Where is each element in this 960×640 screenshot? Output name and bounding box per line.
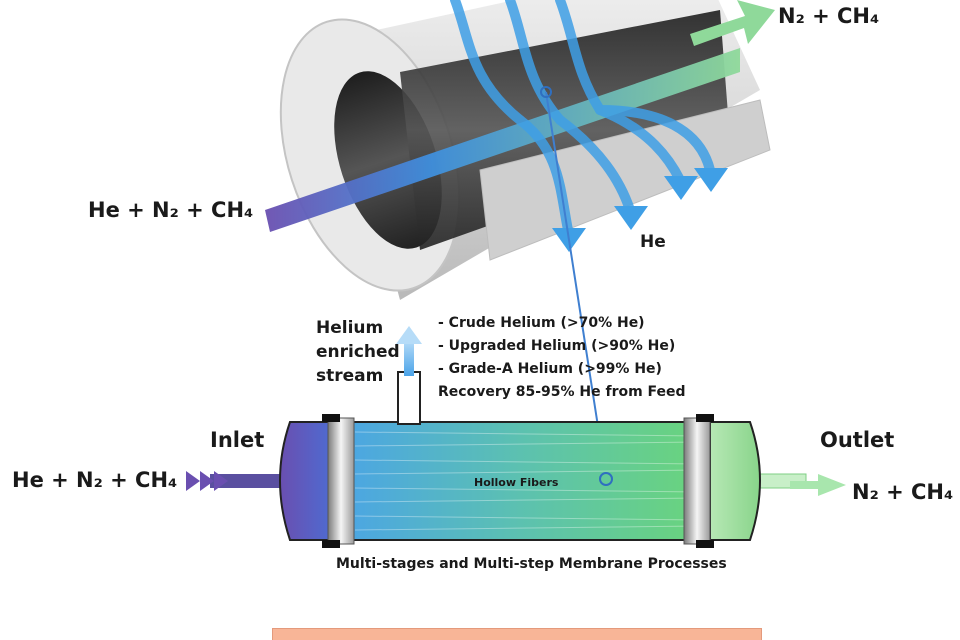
outlet-label: Outlet [820, 428, 895, 452]
helium-stream-label: Helium enriched stream [316, 318, 400, 386]
membrane-module [210, 371, 807, 548]
helium-up-arrow [396, 326, 422, 376]
outlet-arrow [790, 474, 846, 496]
hollow-fibers-label: Hollow Fibers [474, 476, 559, 489]
grade-item: - Upgraded Helium (>90% He) [438, 338, 676, 354]
feed-beam [265, 48, 740, 232]
helium-arrow-heads [552, 168, 728, 252]
bottom-panel [272, 628, 762, 640]
fiber-cross-section [279, 0, 771, 300]
top-permeate-label: He [640, 232, 666, 252]
top-feed-label: He + N₂ + CH₄ [88, 198, 254, 222]
retentate-label: N₂ + CH₄ [852, 480, 954, 504]
process-caption: Multi-stages and Multi-step Membrane Pro… [336, 556, 727, 572]
inlet-label: Inlet [210, 428, 265, 452]
top-outlet-label: N₂ + CH₄ [778, 4, 880, 28]
zoom-connector [545, 91, 607, 479]
helium-grade-list: - Crude Helium (>70% He) - Upgraded Heli… [438, 312, 686, 404]
top-outlet-arrow [690, 0, 775, 46]
grade-item: - Crude Helium (>70% He) [438, 315, 645, 331]
feed-label: He + N₂ + CH₄ [12, 468, 178, 492]
inlet-chevrons [186, 471, 228, 491]
grade-item: - Grade-A Helium (>99% He) [438, 361, 662, 377]
helium-permeation-arrows [450, 0, 715, 235]
recovery-note: Recovery 85-95% He from Feed [438, 384, 686, 400]
